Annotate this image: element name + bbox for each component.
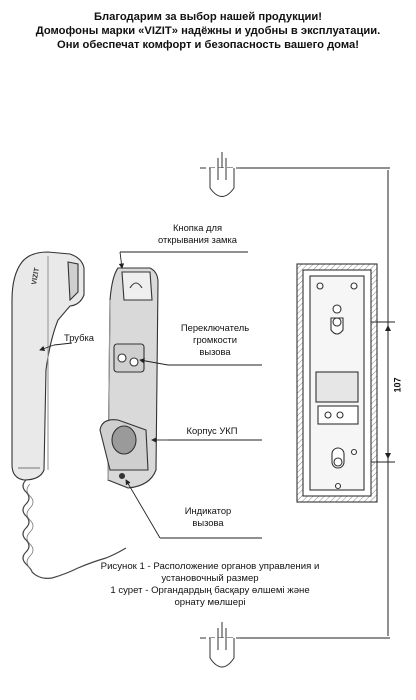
handset-brand-text: VIZIT <box>31 267 41 286</box>
caption-line-3: 1 сурет - Органдардың басқару өлшемі жән… <box>110 585 310 596</box>
caption-line-1: Рисунок 1 - Расположение органов управле… <box>100 561 320 572</box>
label-volume-switch: Переключатель громкости вызова <box>160 322 270 358</box>
top-screw-icon <box>200 152 245 197</box>
label-call-indicator-line-1: Индикатор <box>184 505 232 516</box>
caption-line-2: установочный размер <box>161 573 259 584</box>
label-volume-switch-line-2: громкости <box>193 334 237 345</box>
label-ukp-body: Корпус УКП <box>186 425 238 436</box>
mounting-plate <box>296 263 378 503</box>
label-volume-switch-line-1: Переключатель <box>180 322 250 333</box>
header-line-1: Благодарим за выбор нашей продукции! <box>93 11 323 23</box>
leader-lines <box>39 251 262 539</box>
header: Благодарим за выбор нашей продукции! Дом… <box>0 10 416 52</box>
header-line-2: Домофоны марки «VIZIT» надёжны и удобны … <box>35 25 381 37</box>
label-lock-button-line-2: открывания замка <box>157 234 238 245</box>
label-call-indicator-line-2: вызова <box>192 517 224 528</box>
label-lock-button-line-1: Кнопка для <box>172 222 223 233</box>
label-handset: Трубка <box>64 332 94 343</box>
bottom-screw-icon <box>200 622 245 668</box>
ukp-body <box>99 267 159 489</box>
label-volume-switch-line-3: вызова <box>199 346 231 357</box>
label-call-indicator: Индикатор вызова <box>168 505 248 529</box>
figure-caption: Рисунок 1 - Расположение органов управле… <box>40 561 380 609</box>
caption-line-4: орнату мөлшері <box>174 597 246 608</box>
label-lock-button: Кнопка для открывания замка <box>140 222 255 246</box>
header-line-3: Они обеспечат комфорт и безопасность ваш… <box>57 39 359 51</box>
handset <box>11 251 85 481</box>
spiral-cord <box>22 479 127 579</box>
dimension-value: 107 <box>392 377 403 393</box>
